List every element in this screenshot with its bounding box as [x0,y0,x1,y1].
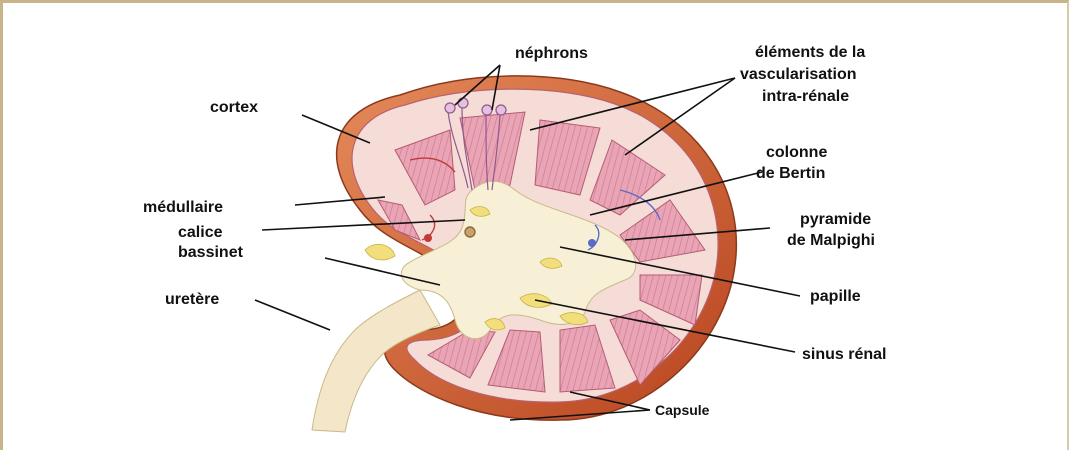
label-bassinet: bassinet [178,244,244,261]
label-cortex: cortex [210,99,258,116]
label-capsule: Capsule [655,402,710,418]
label-calice: calice [178,224,223,241]
label-colonne-line1: colonne [766,144,827,161]
label-nephrons: néphrons [515,45,588,62]
label-sinus-renal: sinus rénal [802,346,886,363]
label-uretere: uretère [165,291,219,308]
label-pyramide-line2: de Malpighi [787,232,875,249]
label-vascular-line3: intra-rénale [762,88,849,105]
label-medullaire: médullaire [143,199,223,216]
label-papille: papille [810,288,861,305]
label-colonne-line2: de Bertin [756,165,825,182]
label-pyramide-line1: pyramide [800,211,871,228]
label-vascular-line1: éléments de la [755,44,865,61]
label-vascular-line2: vascularisation [740,66,857,83]
